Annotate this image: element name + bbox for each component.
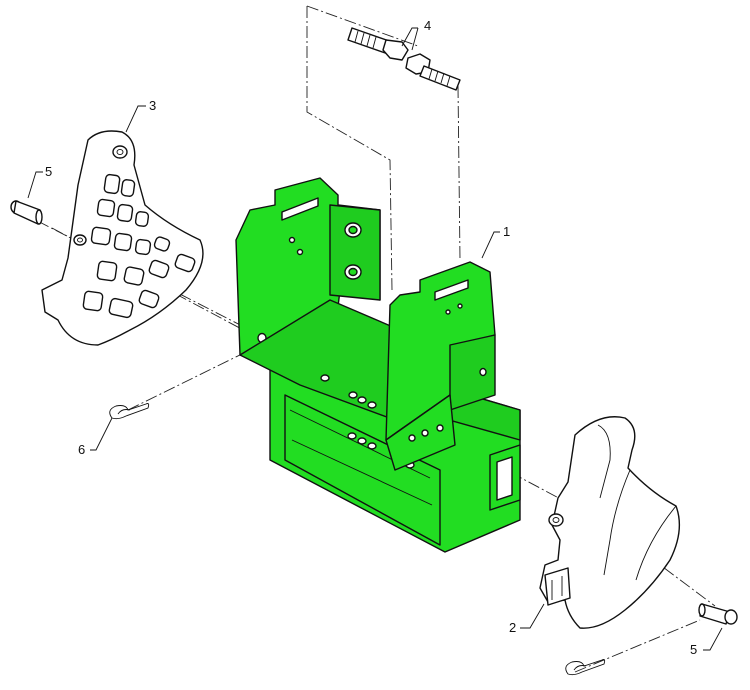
right-cast-support: [539, 416, 681, 629]
callout-1: 1: [503, 224, 510, 239]
callout-3: 3: [149, 98, 156, 113]
callout-2: 2: [509, 620, 516, 635]
bolt-lower: [405, 53, 461, 91]
callout-6: 6: [78, 442, 85, 457]
mounting-bracket: [235, 177, 521, 553]
callout-5-right: 5: [690, 642, 697, 657]
callout-leaders: [27, 27, 723, 651]
callout-5-left: 5: [45, 164, 52, 179]
pin-left: [10, 200, 43, 225]
spring-clip-right: [565, 659, 606, 676]
callout-labels: 1 2 3 4 5 5 6: [45, 18, 697, 657]
pin-right: [698, 603, 738, 625]
bolt-upper: [347, 27, 409, 61]
callout-4: 4: [424, 18, 431, 33]
left-cast-support: [41, 130, 204, 346]
spring-clip-left: [109, 403, 150, 420]
left-cast-pockets: [82, 173, 196, 319]
